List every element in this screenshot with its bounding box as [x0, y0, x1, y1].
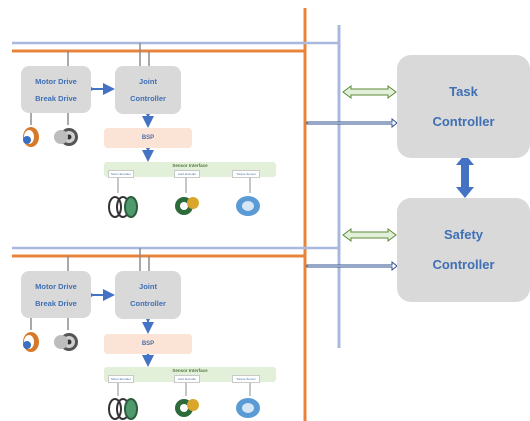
top-brake-icon: [54, 128, 78, 146]
motor-drive-label: Motor Drive: [35, 76, 77, 86]
top-torque-sensor-icon: [236, 196, 260, 216]
top-joint-controller-box: Joint Controller: [115, 66, 181, 114]
bottom-joint-controller-box: Joint Controller: [115, 271, 181, 319]
break-drive-label: Break Drive: [35, 298, 77, 308]
sensor-interface-label: Sensor Interface: [172, 163, 208, 168]
safety-label: Safety: [443, 227, 484, 242]
top-motor-encoder-icon: [108, 196, 138, 218]
sensor-interface-label: Sensor Interface: [172, 368, 208, 373]
task-safety-arrow: [456, 154, 474, 198]
motor-drive-label: Motor Drive: [35, 281, 77, 291]
controller-label: Controller: [130, 94, 166, 103]
bottom-joint-encoder-icon: [175, 399, 199, 417]
safety-controller-box: Safety Controller: [397, 198, 530, 302]
top-bsp-box: BSP: [104, 128, 192, 148]
green-arrow-task: [342, 85, 397, 99]
bottom-motor-icon: [23, 332, 39, 352]
top-joint-encoder-icon: [175, 197, 199, 215]
controller-label: Controller: [432, 257, 495, 272]
controller-label: Controller: [432, 113, 495, 129]
bottom-joint-encoder-label: Joint Encoder: [174, 375, 200, 383]
outline-arrow-safety: [306, 260, 398, 272]
top-joint-encoder-label: Joint Encoder: [174, 170, 200, 178]
top-motor-encoder-label: Motor Encoder: [108, 170, 134, 178]
outline-arrow-task: [306, 117, 398, 129]
bottom-brake-icon: [54, 333, 78, 351]
joint-label: Joint: [139, 282, 157, 291]
top-motor-icon: [23, 127, 39, 147]
bottom-torque-sensor-icon: [236, 398, 260, 418]
bottom-motor-encoder-icon: [108, 398, 138, 420]
top-motor-drive-box: Motor Drive Break Drive: [21, 66, 91, 113]
green-arrow-safety: [342, 228, 397, 242]
top-torque-sensor-label: Torque Sensor: [232, 170, 260, 178]
break-drive-label: Break Drive: [35, 93, 77, 103]
controller-label: Controller: [130, 299, 166, 308]
bottom-motor-drive-box: Motor Drive Break Drive: [21, 271, 91, 318]
task-label: Task: [449, 83, 478, 99]
bottom-motor-encoder-label: Motor Encoder: [108, 375, 134, 383]
task-controller-box: Task Controller: [397, 55, 530, 158]
bottom-bsp-box: BSP: [104, 334, 192, 354]
bottom-torque-sensor-label: Torque Sensor: [232, 375, 260, 383]
joint-label: Joint: [139, 77, 157, 86]
